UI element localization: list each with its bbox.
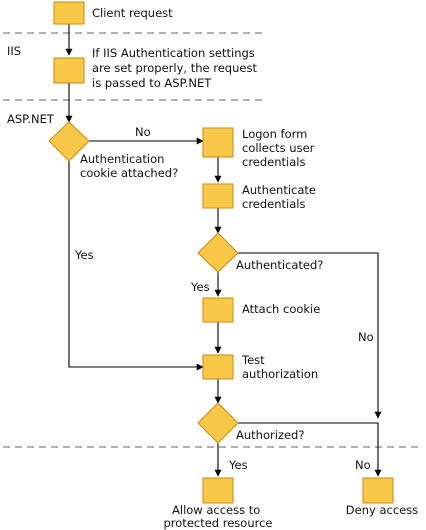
node-authenticated-check — [197, 232, 239, 273]
edge-label-authenticated-no: No — [358, 330, 374, 344]
label-authenticate: Authenticate credentials — [242, 183, 320, 211]
label-authenticated-check: Authenticated? — [236, 258, 323, 272]
label-attach-cookie: Attach cookie — [242, 302, 320, 316]
section-label-aspnet: ASP.NET — [7, 112, 55, 126]
edge-label-cookie-no: No — [135, 125, 151, 139]
label-cookie-check: Authentication cookie attached? — [80, 152, 178, 180]
node-iis-auth — [53, 57, 85, 84]
label-iis-auth: If IIS Authentication settings are set p… — [92, 46, 261, 90]
edge-authenticated-no — [238, 252, 382, 419]
label-deny-access: Deny access — [346, 503, 418, 517]
node-test-authorization — [202, 354, 234, 380]
label-logon-form: Logon form collects user credentials — [242, 127, 318, 169]
connectors — [65, 24, 382, 477]
edge-label-authorized-no: No — [355, 458, 371, 472]
node-cookie-check — [48, 121, 90, 162]
edge-label-cookie-yes: Yes — [74, 248, 94, 262]
node-logon-form — [202, 127, 234, 158]
section-label-iis: IIS — [7, 44, 21, 58]
edge-cookie-yes — [68, 161, 204, 371]
label-authorized-check: Authorized? — [236, 428, 304, 442]
label-test-authorization: Test authorization — [241, 353, 318, 381]
node-allow-access — [202, 477, 234, 504]
label-allow-access: Allow access to protected resource — [164, 503, 273, 530]
node-authenticate — [202, 183, 234, 209]
node-deny-access — [362, 477, 394, 504]
edge-authorized-no — [238, 422, 382, 477]
node-authorized-check — [197, 402, 239, 444]
node-client-request — [53, 1, 85, 25]
edge-label-authenticated-yes: Yes — [190, 280, 210, 294]
node-attach-cookie — [202, 297, 234, 323]
edge-label-authorized-yes: Yes — [228, 458, 248, 472]
label-client-request: Client request — [92, 6, 173, 20]
